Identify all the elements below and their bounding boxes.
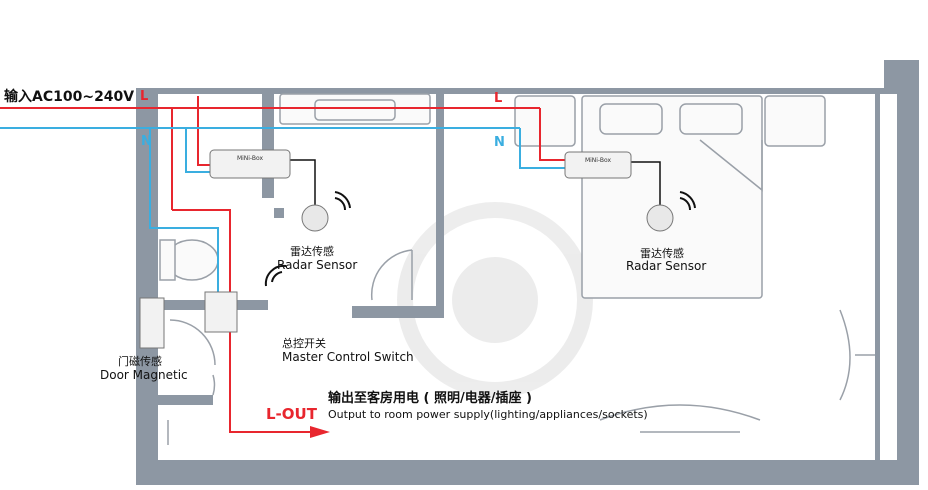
watermark-logo (397, 202, 593, 398)
output-arrow-icon (310, 426, 330, 438)
bedroom-l-label: L (494, 91, 503, 106)
module-right: MiNi-Box (564, 151, 632, 179)
master-switch-zh: 总控开关 (282, 337, 326, 350)
door-magnetic-en: Door Magnetic (100, 368, 188, 382)
output-zh: 输出至客房用电 ( 照明/电器/插座 ) (328, 391, 532, 406)
room-walls (136, 60, 919, 485)
bedroom-n-label: N (494, 135, 505, 150)
door-magnetic-icon (139, 297, 165, 349)
input-l-label: L (140, 89, 149, 104)
master-switch-en: Master Control Switch (282, 350, 414, 364)
radar-right-en: Radar Sensor (626, 259, 707, 273)
radar-signal-icon (264, 264, 287, 287)
output-en: Output to room power supply(lighting/app… (328, 408, 648, 421)
output-label: L-OUT (266, 405, 317, 423)
module-left: MiNi-Box (209, 149, 291, 179)
bathroom-fixtures (159, 93, 431, 301)
radar-left-en: Radar Sensor (277, 258, 358, 272)
radar-left-zh: 雷达传感 (290, 245, 334, 258)
master-switch-icon (204, 291, 238, 333)
neutral-wires (0, 127, 565, 300)
entrance-door (169, 319, 216, 396)
input-label: 输入AC100~240V (4, 89, 135, 105)
radar-sensor-left-icon (301, 191, 351, 232)
sensor-wires (290, 159, 661, 205)
module-left-label: MiNi-Box (237, 155, 264, 162)
radar-right-zh: 雷达传感 (640, 247, 684, 260)
input-n-label: N (141, 134, 152, 149)
bedroom-furniture (167, 95, 875, 445)
module-right-label: MiNi-Box (585, 157, 612, 164)
radar-sensor-right-icon (646, 191, 696, 232)
door-magnetic-zh: 门磁传感 (118, 355, 162, 368)
